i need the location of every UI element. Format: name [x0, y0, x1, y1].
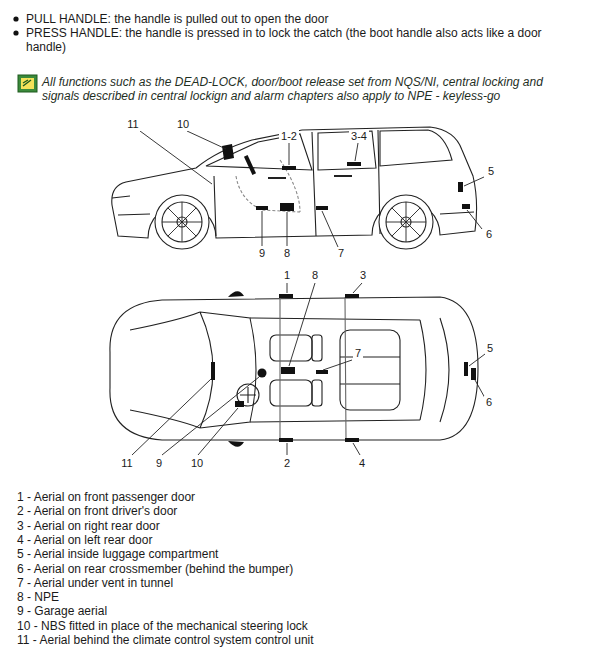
callout-number: 1-2 [279, 130, 299, 143]
note-text: All functions such as the DEAD-LOCK, doo… [42, 75, 582, 103]
leader-lines [132, 131, 485, 455]
callout-number: 6 [484, 228, 494, 241]
legend-line: 9 - Garage aerial [17, 604, 577, 618]
aerial-marks-side [222, 144, 470, 211]
callout-number: 9 [257, 247, 267, 260]
callout-number: 3-4 [349, 130, 369, 143]
callout-number: 9 [154, 457, 164, 470]
callout-number: 3 [358, 269, 368, 282]
callout-number: 8 [282, 247, 292, 260]
callout-number: 11 [125, 118, 140, 131]
bullet-dots [13, 16, 18, 35]
callout-number: 4 [357, 457, 367, 470]
bullet-text: PRESS HANDLE: the handle is pressed in t… [26, 26, 581, 54]
callout-number: 11 [119, 457, 134, 470]
legend-line: 1 - Aerial on front passenger door [17, 490, 577, 504]
legend-line: 2 - Aerial on front driver's door [17, 504, 577, 518]
callout-number: 5 [485, 342, 495, 355]
car-top-view [110, 297, 478, 440]
legend-line: 4 - Aerial on left rear door [17, 533, 577, 547]
legend-line: 8 - NPE [17, 590, 577, 604]
legend-line: 3 - Aerial on right rear door [17, 519, 577, 533]
bullet-text: PULL HANDLE: the handle is pulled out to… [26, 12, 581, 26]
legend-line: 7 - Aerial under vent in tunnel [17, 576, 577, 590]
callout-number: 7 [353, 347, 363, 360]
callout-number: 6 [484, 396, 494, 409]
legend-line: 10 - NBS fitted in place of the mechanic… [17, 619, 577, 633]
note-icon [18, 75, 37, 92]
callout-number: 8 [310, 269, 320, 282]
legend-line: 5 - Aerial inside luggage compartment [17, 547, 577, 561]
aerial-marks-top [211, 291, 476, 447]
car-side-view [112, 127, 477, 249]
callout-number: 10 [175, 118, 191, 131]
callout-number: 7 [336, 247, 346, 260]
callout-number: 2 [282, 457, 292, 470]
legend-line: 6 - Aerial on rear crossmember (behind t… [17, 562, 577, 576]
callout-number: 5 [486, 165, 496, 178]
callout-number: 10 [189, 457, 205, 470]
callout-number: 1 [282, 269, 292, 282]
legend-line: 11 - Aerial behind the climate control s… [17, 633, 577, 647]
